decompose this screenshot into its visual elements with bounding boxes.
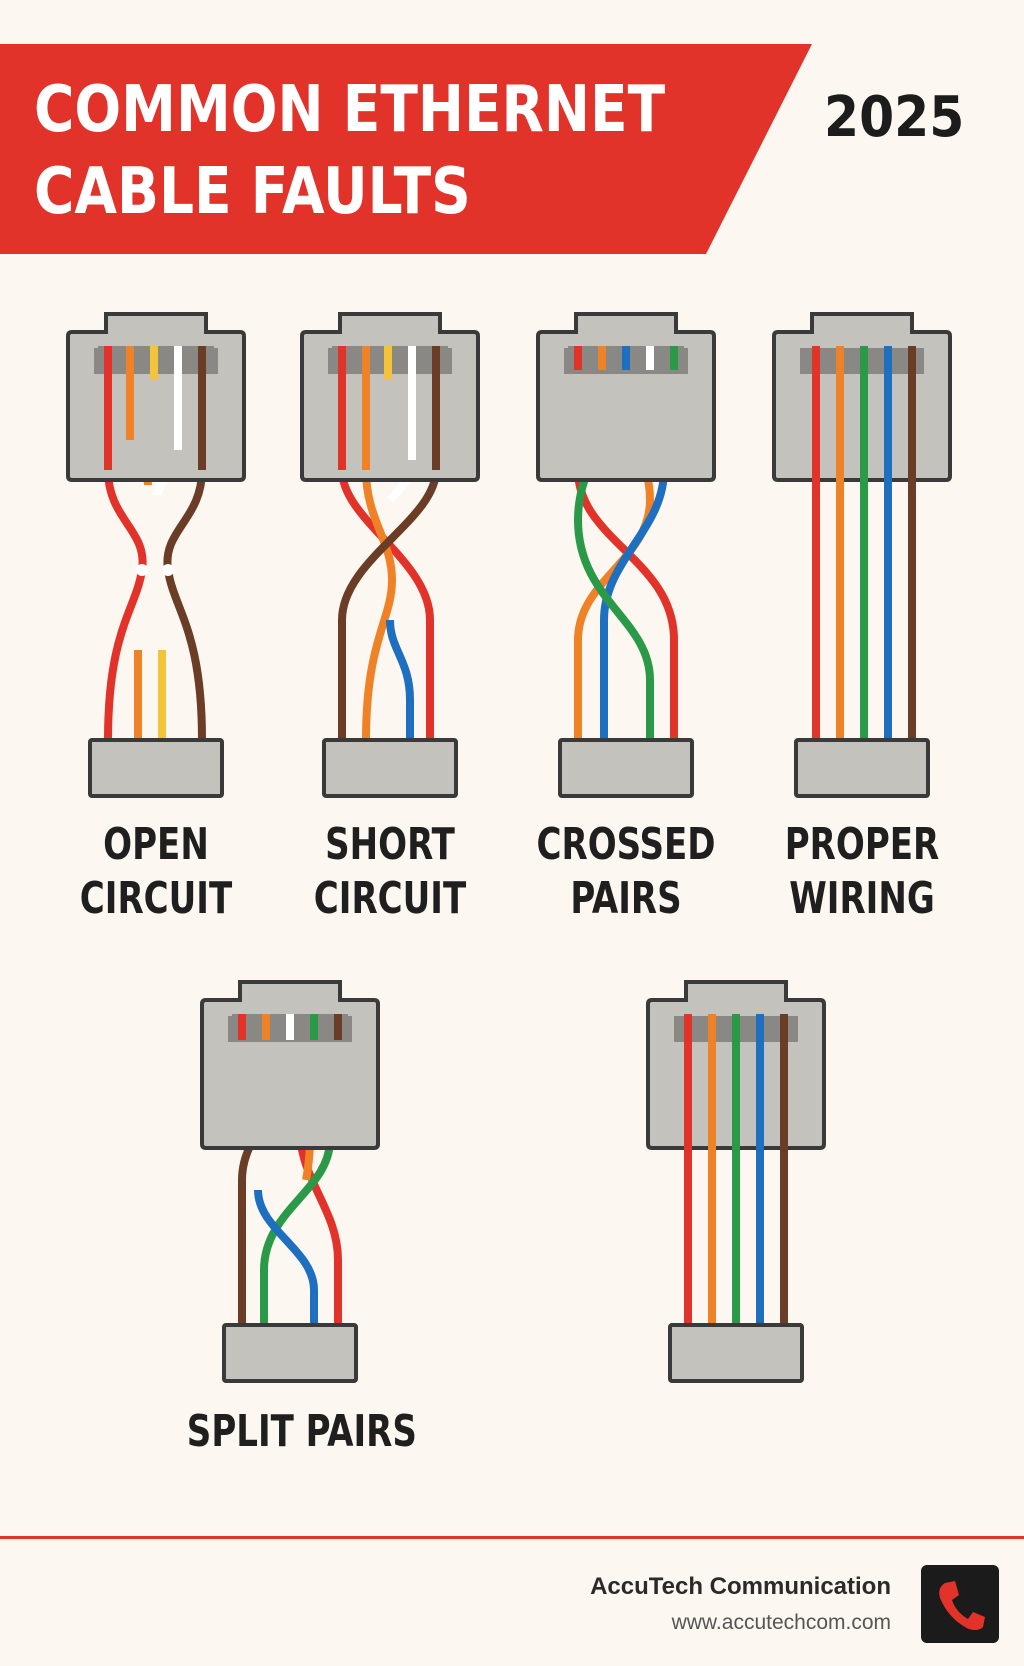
- proper-wiring-cable: [772, 312, 952, 798]
- title-banner: [0, 44, 812, 254]
- footer-company-name: AccuTech Communication: [590, 1573, 891, 1600]
- year-label: 2025: [824, 85, 965, 150]
- fault-label-split-pairs: SPLIT PAIRS: [186, 1406, 417, 1457]
- phone-icon: [939, 1581, 985, 1630]
- straight-cable: [646, 980, 826, 1383]
- phone-logo: [921, 1565, 999, 1643]
- short-circuit-cable: [300, 312, 480, 798]
- title-line-1: COMMON ETHERNET: [34, 73, 666, 147]
- split-pairs-cable: [200, 980, 380, 1383]
- footer-divider: [0, 1536, 1024, 1539]
- open-circuit-cable: [66, 312, 246, 798]
- footer-website[interactable]: www.accutechcom.com: [671, 1611, 891, 1634]
- crossed-pairs-cable: [536, 312, 716, 798]
- title-line-2: CABLE FAULTS: [34, 155, 471, 229]
